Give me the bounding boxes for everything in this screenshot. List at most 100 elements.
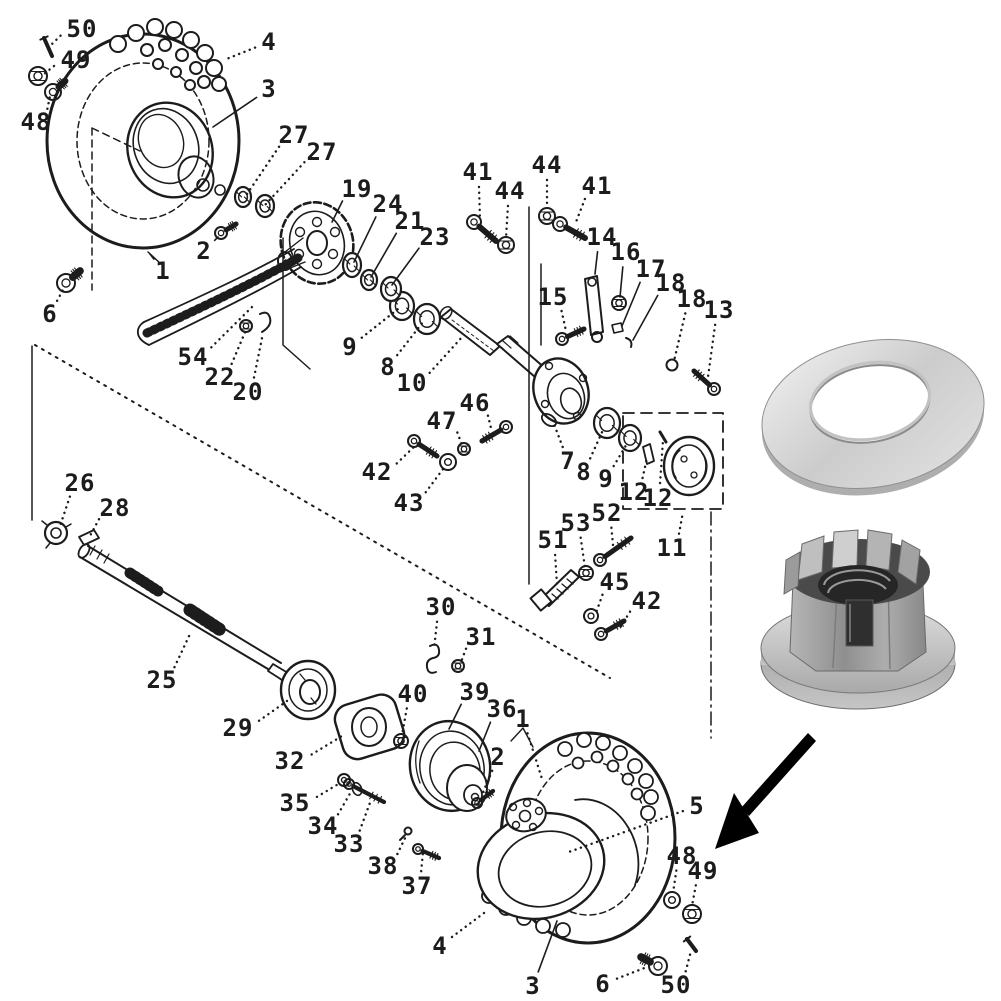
hex-nut — [578, 565, 594, 581]
callout-18-28: 18 — [677, 285, 708, 313]
leader-line-33 — [358, 798, 373, 832]
callout-48-2: 48 — [21, 108, 52, 136]
leader-line-30 — [432, 620, 439, 651]
leader-line-8 — [588, 428, 605, 460]
leader-line-52 — [610, 526, 615, 547]
leader-line-42 — [618, 610, 632, 630]
leader-line-48 — [46, 94, 52, 110]
bolt — [594, 618, 627, 641]
leader-line-26 — [58, 495, 72, 528]
callout-24-11: 24 — [373, 190, 404, 218]
washer — [663, 891, 681, 909]
callout-34-54: 34 — [308, 812, 339, 840]
hex-nut — [239, 319, 253, 333]
snap-ring — [591, 331, 603, 343]
leader-line-6 — [615, 965, 649, 980]
leader-line-10 — [428, 334, 465, 375]
callout-2-62: 2 — [490, 743, 505, 771]
leader-line-18 — [632, 294, 659, 341]
callout-9-33: 9 — [598, 465, 613, 493]
callout-22-18: 22 — [205, 363, 236, 391]
callout-33-55: 33 — [334, 830, 365, 858]
hex-nut — [611, 295, 627, 311]
hex-nut — [497, 236, 515, 254]
bolt — [552, 216, 588, 242]
leader-line-35 — [315, 781, 342, 799]
leader-line-24 — [353, 216, 377, 263]
washer — [439, 453, 457, 471]
callout-37-60: 37 — [402, 872, 433, 900]
leader-line-47 — [456, 431, 464, 447]
leader-line-40 — [400, 707, 408, 737]
callout-42-45: 42 — [632, 587, 663, 615]
callout-26-48: 26 — [65, 469, 96, 497]
callout-50-0: 50 — [67, 15, 98, 43]
leader-line-51 — [553, 553, 559, 587]
snap-ring — [665, 358, 679, 372]
leader-line-18 — [672, 312, 687, 363]
callout-10-16: 10 — [397, 369, 428, 397]
callout-7-31: 7 — [560, 447, 575, 475]
callout-labels-layer: 5049484327272161924212398105422204144444… — [21, 15, 734, 1000]
leader-line-2 — [213, 236, 219, 242]
callout-48-64: 48 — [667, 842, 698, 870]
leader-line-2 — [479, 769, 494, 799]
leader-line-50 — [684, 949, 693, 973]
leader-line-9 — [360, 307, 400, 339]
pivot-bolt-51 — [529, 569, 580, 612]
callout-4-3: 4 — [261, 28, 276, 56]
sprocket — [259, 201, 355, 333]
callout-2-7: 2 — [196, 237, 211, 265]
leader-line-53 — [579, 536, 587, 570]
callout-27-6: 27 — [307, 138, 338, 166]
leader-line-19 — [331, 200, 344, 223]
callout-38-59: 38 — [368, 852, 399, 880]
bearing-housing-32 — [333, 693, 406, 761]
hardware-layer — [28, 35, 721, 976]
callout-39-57: 39 — [460, 678, 491, 706]
bolt — [44, 77, 69, 101]
hex-nut — [682, 904, 702, 924]
castle-nut-crown-tabs — [783, 529, 921, 595]
callout-19-10: 19 — [342, 175, 373, 203]
callout-16-25: 16 — [611, 238, 642, 266]
callout-44-21: 44 — [495, 177, 526, 205]
callout-14-24: 14 — [587, 223, 618, 251]
leader-line-43 — [424, 463, 448, 494]
bolt — [471, 788, 496, 809]
callout-49-1: 49 — [61, 46, 92, 74]
callout-8-15: 8 — [380, 353, 395, 381]
construction-lines — [31, 206, 611, 679]
callout-41-20: 41 — [463, 158, 494, 186]
callout-27-5: 27 — [279, 121, 310, 149]
bearing — [254, 193, 276, 219]
callout-30-46: 30 — [426, 593, 457, 621]
callout-3-67: 3 — [525, 972, 540, 1000]
callout-6-68: 6 — [595, 970, 610, 998]
leader-line-29 — [257, 699, 289, 722]
hex-nut — [457, 442, 471, 456]
leader-line-34 — [336, 788, 354, 816]
leader-line-3 — [212, 96, 258, 128]
hex-nut — [451, 659, 465, 673]
leader-line-8 — [396, 320, 425, 357]
leader-line-14 — [594, 250, 599, 275]
callout-54-17: 54 — [178, 343, 209, 371]
leader-lines-layer — [42, 34, 717, 980]
leader-line-54 — [210, 305, 254, 349]
callout-23-13: 23 — [420, 223, 451, 251]
leader-line-20 — [252, 336, 264, 379]
callout-18-27: 18 — [656, 269, 687, 297]
leader-line-9 — [612, 440, 630, 468]
leader-line-49 — [42, 64, 56, 76]
callout-31-47: 31 — [466, 623, 497, 651]
callout-47-39: 47 — [427, 407, 458, 435]
axle-spacer — [439, 305, 501, 356]
bolt — [691, 368, 721, 396]
bolt — [343, 778, 387, 805]
callout-53-42: 53 — [561, 509, 592, 537]
rear-wheel-bottom — [476, 727, 677, 945]
leader-line-4 — [222, 46, 257, 62]
callout-1-8: 1 — [155, 257, 170, 285]
